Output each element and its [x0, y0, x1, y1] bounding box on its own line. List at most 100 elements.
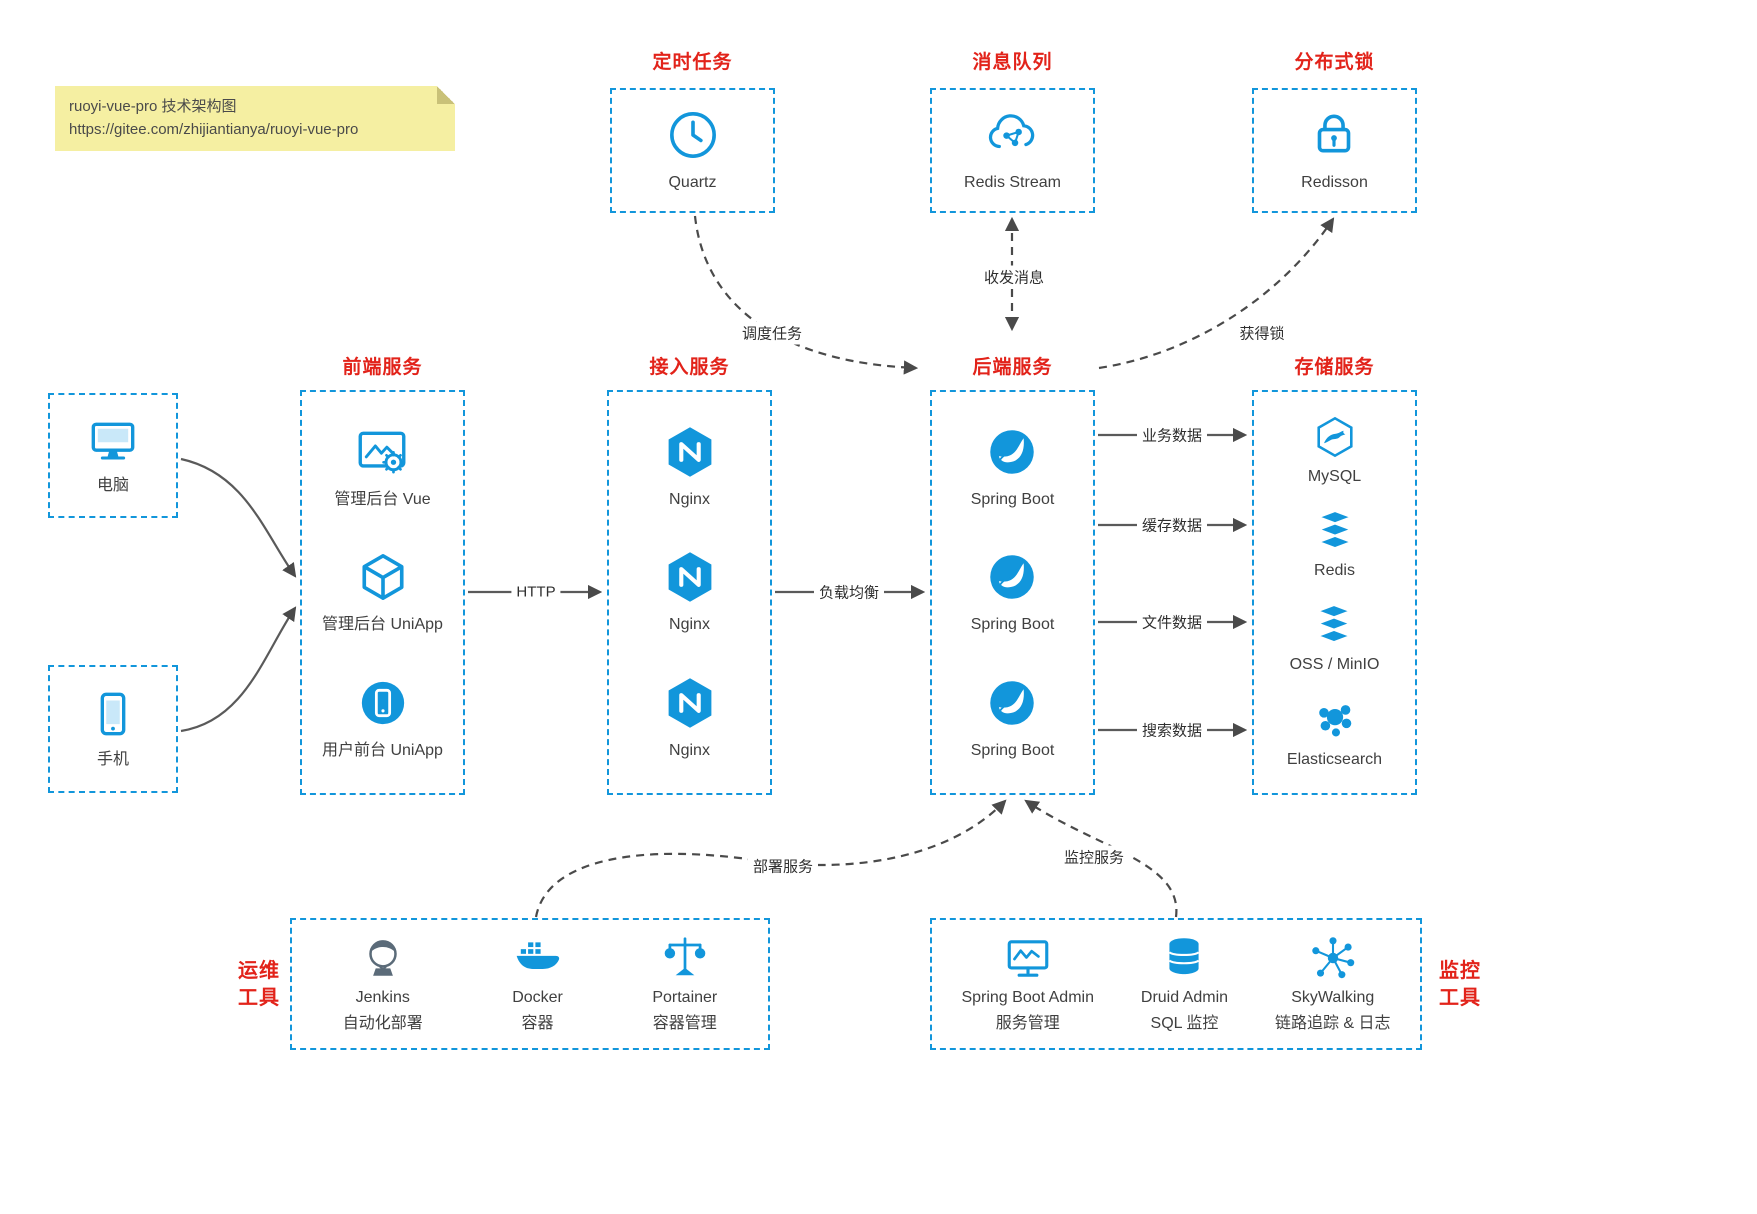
item-label: Nginx — [669, 616, 710, 634]
skywalking-item: SkyWalking 链路追踪 & 日志 — [1275, 933, 1391, 1036]
elasticsearch-item: Elasticsearch — [1287, 697, 1382, 771]
quartz-item: Quartz — [664, 106, 722, 194]
item-label: Spring Boot — [970, 741, 1055, 759]
scheduler-box: Quartz — [610, 88, 775, 213]
item-label: OSS / MinIO — [1289, 656, 1380, 674]
item-label: Quartz — [668, 174, 717, 192]
item-label: 管理后台 UniApp — [322, 616, 443, 634]
item-sublabel: SQL 监控 — [1150, 1015, 1219, 1032]
item-label: 用户前台 UniApp — [322, 741, 443, 759]
mysql-item: MySQL — [1308, 414, 1361, 488]
item-label: SkyWalking — [1291, 988, 1375, 1006]
edge-acquire-lock — [1098, 217, 1335, 370]
monitor-tools-label: 监控 工具 — [1439, 960, 1481, 1009]
admin-window-icon — [359, 431, 406, 474]
item-sublabel: 容器管理 — [652, 1015, 717, 1032]
redisson-item: Redisson — [1301, 106, 1368, 194]
portainer-icon — [664, 936, 706, 975]
user-uniapp-item: 用户前台 UniApp — [322, 674, 443, 762]
monitor-chart-icon — [1007, 939, 1049, 977]
title-gateway-services: 接入服务 — [649, 357, 730, 378]
item-label: MySQL — [1307, 467, 1362, 485]
edge-schedule-task — [693, 215, 919, 375]
admin-uniapp-item: 管理后台 UniApp — [322, 548, 443, 636]
spring-boot-admin-item: Spring Boot Admin 服务管理 — [961, 933, 1094, 1036]
edge-label-acquire-lock: 获得锁 — [1234, 321, 1290, 345]
mysql-icon — [1316, 416, 1353, 458]
note-fold-corner — [437, 86, 455, 104]
edge-label-load-balance: 负载均衡 — [813, 580, 885, 604]
item-sublabel: 自动化部署 — [342, 1015, 423, 1032]
item-sublabel: 链路追踪 & 日志 — [1274, 1015, 1391, 1032]
edge-label-search-data: 搜索数据 — [1136, 718, 1208, 742]
redis-stack-icon — [1318, 510, 1351, 549]
storage-services-box: MySQL Redis OSS / MinIO — [1252, 390, 1417, 795]
docker-icon — [516, 940, 559, 969]
note-url: https://gitee.com/zhijiantianya/ruoyi-vu… — [69, 121, 359, 139]
nginx-icon — [668, 426, 711, 477]
phone-icon — [100, 692, 126, 736]
spring-icon — [990, 681, 1035, 725]
spring-icon — [990, 555, 1035, 600]
oss-minio-item: OSS / MinIO — [1289, 602, 1380, 676]
spring-boot-item: Spring Boot — [970, 674, 1055, 762]
mobile-client-box: 手机 — [48, 665, 178, 793]
item-label: Redis Stream — [964, 174, 1061, 192]
edge-phone-to-frontend — [180, 606, 297, 733]
message-queue-box: Redis Stream — [930, 88, 1095, 213]
item-label: Nginx — [669, 490, 710, 508]
nginx-item: Nginx — [661, 423, 719, 511]
spring-boot-item: Spring Boot — [971, 423, 1054, 511]
item-label: Nginx — [669, 741, 710, 759]
druid-admin-item: Druid Admin SQL 监控 — [1141, 933, 1228, 1036]
admin-vue-item: 管理后台 Vue — [334, 423, 431, 511]
oss-stack-icon — [1318, 605, 1351, 643]
computer-icon — [91, 422, 135, 460]
jenkins-icon — [368, 939, 397, 976]
ops-tools-box: Jenkins 自动化部署 Docker 容器 — [290, 918, 770, 1050]
graph-network-icon — [1312, 936, 1354, 978]
portainer-item: Portainer 容器管理 — [652, 933, 717, 1036]
item-label: 手机 — [96, 750, 129, 768]
edge-label-message: 收发消息 — [978, 265, 1050, 289]
item-label: Druid Admin — [1140, 988, 1229, 1006]
edge-monitor-service — [1024, 799, 1178, 918]
edge-label-file-data: 文件数据 — [1136, 610, 1208, 634]
nginx-icon — [668, 552, 711, 603]
item-label: Redis — [1314, 562, 1355, 580]
mobile-item: 手机 — [86, 687, 140, 771]
sticky-note: ruoyi-vue-pro 技术架构图 https://gitee.com/zh… — [55, 86, 455, 151]
elasticsearch-icon — [1318, 704, 1351, 737]
title-storage-services: 存储服务 — [1294, 357, 1375, 378]
jenkins-item: Jenkins 自动化部署 — [343, 933, 423, 1036]
nginx-icon — [668, 678, 711, 728]
item-label: Docker — [512, 988, 563, 1006]
item-label: Spring Boot Admin — [961, 988, 1094, 1006]
title-frontend-services: 前端服务 — [342, 357, 423, 378]
title-distributed-lock: 分布式锁 — [1294, 52, 1375, 73]
edge-label-monitor: 监控服务 — [1058, 845, 1130, 869]
edge-label-business-data: 业务数据 — [1136, 423, 1208, 447]
title-scheduled-tasks: 定时任务 — [652, 52, 733, 73]
cloud-network-icon — [989, 114, 1035, 149]
clock-icon — [669, 112, 716, 159]
user-app-icon — [361, 681, 404, 725]
edge-label-deploy: 部署服务 — [747, 854, 819, 878]
pc-item: 电脑 — [86, 413, 140, 497]
frontend-services-box: 管理后台 Vue 管理后台 UniApp 用户前台 UniApp — [300, 390, 465, 795]
nginx-item: Nginx — [661, 548, 719, 636]
redis-stream-item: Redis Stream — [964, 106, 1061, 194]
item-label: 电脑 — [96, 477, 129, 495]
monitor-tools-box: Spring Boot Admin 服务管理 Druid Admin SQL 监… — [930, 918, 1422, 1050]
title-backend-services: 后端服务 — [972, 357, 1053, 378]
backend-services-box: Spring Boot Spring Boot Spring Boot — [930, 390, 1095, 795]
item-label: 管理后台 Vue — [334, 490, 431, 508]
spring-boot-item: Spring Boot — [970, 548, 1055, 636]
distributed-lock-box: Redisson — [1252, 88, 1417, 213]
redis-item: Redis — [1312, 508, 1358, 582]
title-message-queue: 消息队列 — [972, 52, 1053, 73]
edge-pc-to-frontend — [180, 457, 297, 578]
docker-item: Docker 容器 — [512, 933, 563, 1036]
item-label: Spring Boot — [970, 616, 1055, 634]
